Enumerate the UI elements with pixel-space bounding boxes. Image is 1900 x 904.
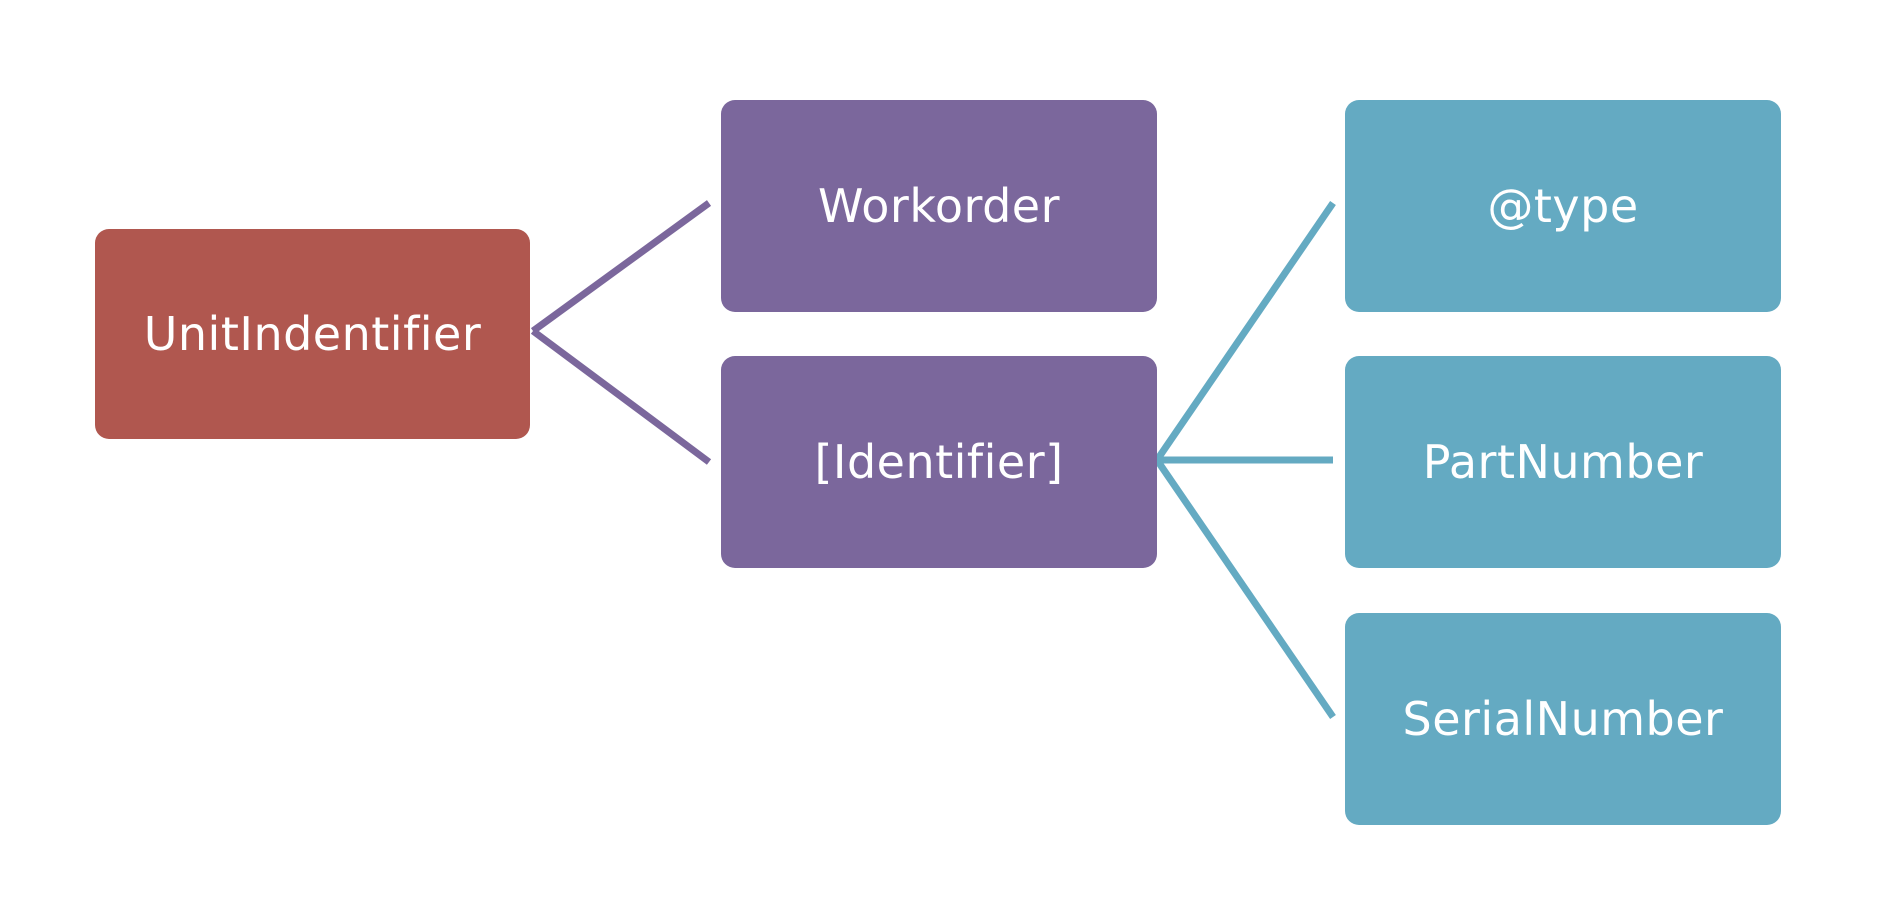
node-identifier[interactable]: [Identifier] xyxy=(721,356,1157,568)
node-serialnumber[interactable]: SerialNumber xyxy=(1345,613,1781,825)
connector-identifier-to-serialnumber xyxy=(1154,458,1336,719)
node-workorder[interactable]: Workorder xyxy=(721,100,1157,312)
connector-root-to-identifier xyxy=(530,328,712,465)
connector-identifier-to-type xyxy=(1154,201,1336,462)
node-label: Workorder xyxy=(817,179,1060,233)
connector-root-to-workorder xyxy=(530,200,712,334)
node-label: PartNumber xyxy=(1422,435,1704,489)
node-type[interactable]: @type xyxy=(1345,100,1781,312)
node-label: SerialNumber xyxy=(1402,692,1724,746)
node-unitindentifier[interactable]: UnitIndentifier xyxy=(95,229,530,439)
node-label: [Identifier] xyxy=(814,435,1064,489)
node-partnumber[interactable]: PartNumber xyxy=(1345,356,1781,568)
node-label: @type xyxy=(1487,179,1639,233)
node-label: UnitIndentifier xyxy=(143,307,482,361)
